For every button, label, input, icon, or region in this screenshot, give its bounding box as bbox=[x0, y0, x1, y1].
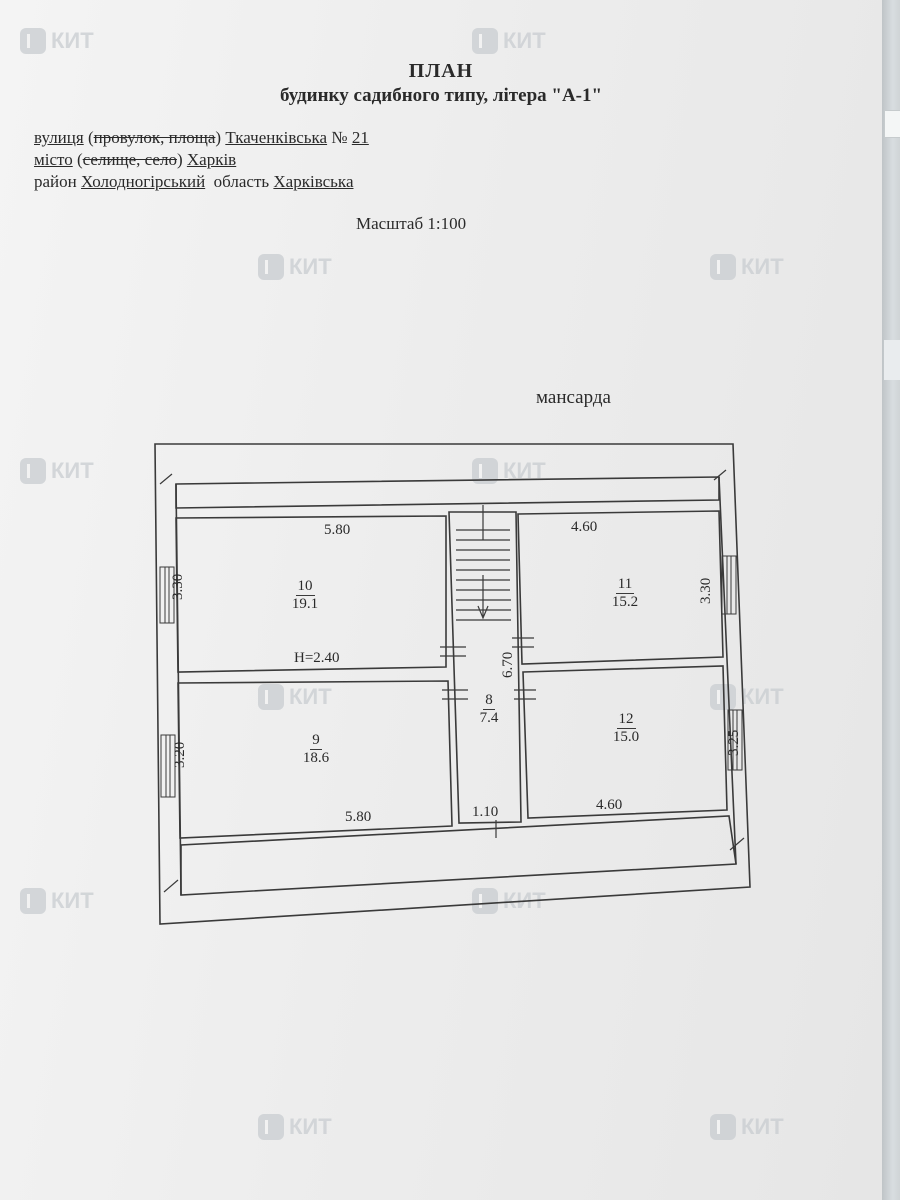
room-11-outline bbox=[517, 510, 724, 665]
street-label: вулиця bbox=[34, 128, 84, 147]
watermark: КИТ bbox=[20, 888, 94, 914]
dim-room12-depth: 3.25 bbox=[726, 729, 742, 756]
room-12-outline bbox=[522, 665, 728, 819]
watermark: КИТ bbox=[258, 1114, 332, 1140]
address-district-line: район Холодногірський область Харківська bbox=[34, 172, 353, 192]
kit-logo-icon bbox=[258, 1114, 284, 1140]
kit-logo-icon bbox=[20, 888, 46, 914]
dim-room10-depth: 3.30 bbox=[170, 573, 186, 600]
kit-logo-icon bbox=[20, 28, 46, 54]
door-ticks bbox=[159, 469, 745, 893]
dim-bottom-right-width: 4.60 bbox=[596, 797, 623, 813]
watermark: КИТ bbox=[20, 28, 94, 54]
kit-logo-icon bbox=[710, 254, 736, 280]
kit-logo-icon bbox=[258, 684, 284, 710]
oblast-label: область bbox=[213, 172, 270, 191]
page-edge-tab bbox=[884, 110, 900, 138]
oblast-value: Харківська bbox=[273, 172, 354, 191]
dim-room11-depth: 3.30 bbox=[698, 577, 714, 604]
staircase bbox=[456, 505, 511, 621]
kit-logo-icon bbox=[20, 458, 46, 484]
address-city-line: місто (селище, село) Харків bbox=[34, 150, 237, 169]
dim-bottom-left-width: 5.80 bbox=[345, 809, 372, 825]
address-street-line: вулиця (провулок, площа) Ткаченківська №… bbox=[34, 128, 369, 147]
room-label: 9 18.6 bbox=[302, 732, 330, 766]
page-edge-tab bbox=[884, 340, 900, 380]
street-struck-options: провулок, площа bbox=[93, 128, 216, 147]
number-value: 21 bbox=[351, 128, 369, 147]
document-title: ПЛАН bbox=[408, 60, 474, 82]
ceiling-height: H=2.40 bbox=[294, 650, 340, 666]
floor-label: мансарда bbox=[536, 387, 611, 408]
watermark: КИТ bbox=[472, 28, 546, 54]
scale-label: Масштаб 1:100 bbox=[356, 214, 467, 233]
district-value: Холодногірський bbox=[81, 172, 206, 191]
district-label: район bbox=[34, 172, 77, 191]
room-9-outline bbox=[177, 680, 453, 839]
watermark: КИТ bbox=[258, 254, 332, 280]
city-label: місто bbox=[34, 150, 73, 169]
street-value: Ткаченківська bbox=[225, 128, 328, 147]
dim-room9-depth: 3.20 bbox=[172, 741, 188, 768]
room-label: 10 19.1 bbox=[291, 578, 319, 612]
windows bbox=[159, 555, 743, 798]
dim-corridor-length: 6.70 bbox=[500, 651, 516, 678]
room-label: 12 15.0 bbox=[612, 711, 640, 745]
city-struck-options: селище, село bbox=[82, 150, 177, 169]
dim-top-right-width: 4.60 bbox=[571, 519, 598, 535]
kit-logo-icon bbox=[472, 888, 498, 914]
corridor-outline bbox=[448, 511, 522, 824]
dim-top-left-width: 5.80 bbox=[324, 522, 351, 538]
kit-logo-icon bbox=[472, 28, 498, 54]
watermark: КИТ bbox=[258, 684, 332, 710]
watermark: КИТ bbox=[20, 458, 94, 484]
watermark: КИТ bbox=[710, 254, 784, 280]
room-label: 8 7.4 bbox=[479, 692, 499, 726]
outer-wall bbox=[154, 443, 751, 925]
number-label: № bbox=[331, 128, 348, 147]
document-subtitle: будинку садибного типу, літера "А-1" bbox=[279, 85, 603, 106]
dim-corridor-width: 1.10 bbox=[472, 804, 499, 820]
watermark: КИТ bbox=[710, 684, 784, 710]
room-label: 11 15.2 bbox=[611, 576, 639, 610]
page-edge bbox=[882, 0, 900, 1200]
kit-logo-icon bbox=[710, 1114, 736, 1140]
watermark: КИТ bbox=[710, 1114, 784, 1140]
kit-logo-icon bbox=[258, 254, 284, 280]
city-value: Харків bbox=[186, 150, 237, 169]
room-10-outline bbox=[175, 515, 447, 673]
